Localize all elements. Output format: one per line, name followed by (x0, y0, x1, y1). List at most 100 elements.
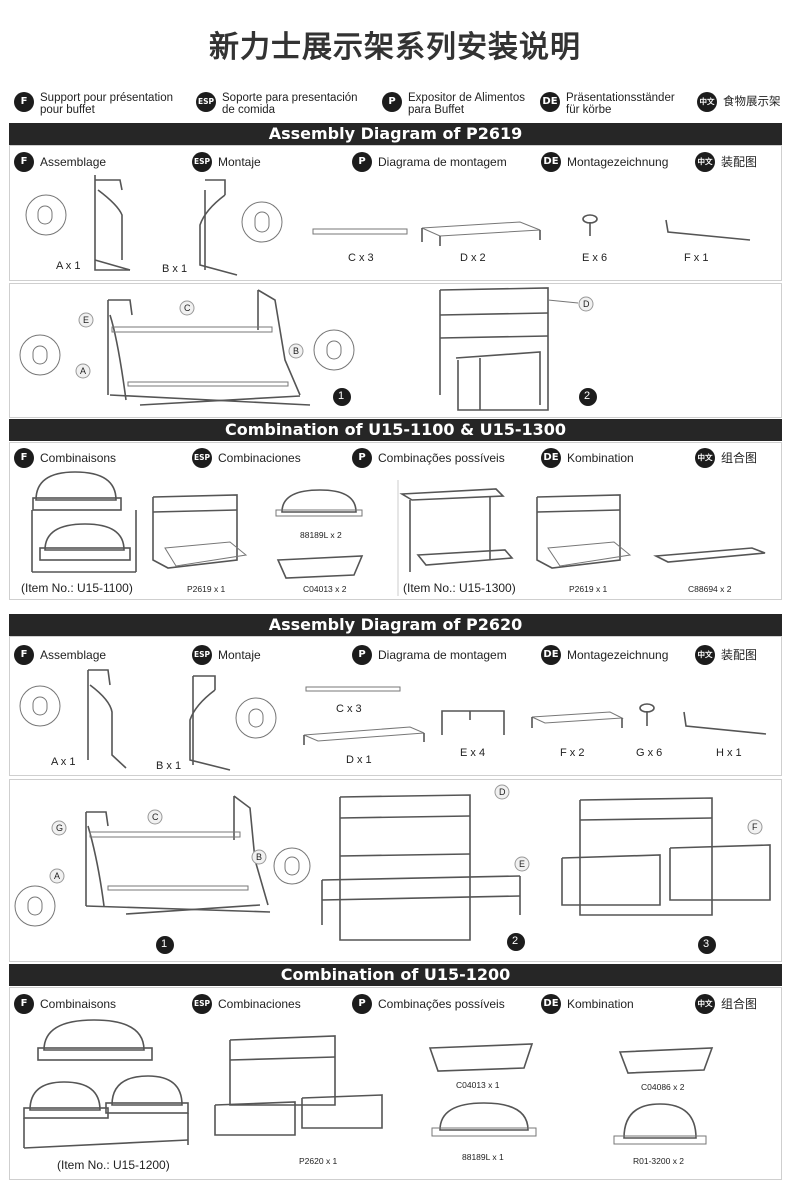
parts-panel-p2620 (9, 636, 782, 776)
item-no-u15-1300: (Item No.: U15-1300) (403, 581, 516, 595)
part-e-label: E x 6 (582, 252, 608, 264)
lang-text: pour buffet (40, 104, 95, 116)
lang-text: Soporte para presentación (222, 92, 358, 104)
callout-g: G (56, 823, 64, 833)
part-a-label: A x 1 (56, 260, 81, 272)
page-title: 新力士展示架系列安装说明 (209, 30, 581, 65)
caption-c88694: C88694 x 2 (688, 584, 732, 594)
parts-panel-p2619 (9, 145, 782, 281)
assembly-panel-p2620 (9, 779, 782, 962)
lang-chinese: 中文食物展示架 (697, 92, 781, 112)
item-no-u15-1200: (Item No.: U15-1200) (57, 1158, 170, 1172)
part-d-label: D x 2 (460, 252, 486, 264)
part-g-label: G x 6 (636, 747, 663, 759)
part-f-label: F x 2 (560, 747, 585, 759)
section-header-p2619: Assembly Diagram of P2619 (9, 123, 782, 145)
caption-p2619-2: P2619 x 1 (569, 584, 608, 594)
callout-a: A (54, 871, 61, 881)
row-item-zh: 中文装配图 (695, 645, 757, 665)
part-e-label: E x 4 (460, 747, 486, 759)
part-f-label: F x 1 (684, 252, 709, 264)
part-f-drawing (665, 219, 751, 241)
step-2-number: 2 (512, 935, 519, 947)
callout-b: B (293, 346, 300, 356)
caption-c04086: C04086 x 2 (641, 1082, 685, 1092)
part-b-label: B x 1 (162, 263, 188, 275)
callout-c: C (184, 303, 191, 313)
lang-text: Support pour présentation (40, 92, 173, 104)
callout-d: D (499, 787, 506, 797)
part-c-label: C x 3 (348, 252, 374, 264)
step-3-number: 3 (703, 938, 710, 950)
part-d-label: D x 1 (346, 754, 372, 766)
badge-f: F (14, 92, 34, 112)
lang-text: Expositor de Alimentos (408, 92, 525, 104)
caption-c04013: C04013 x 2 (303, 584, 347, 594)
badge-de: DE (540, 92, 560, 112)
part-b-drawing (199, 179, 283, 276)
combination-panel-2 (9, 987, 782, 1180)
lang-text: 食物展示架 (723, 96, 781, 108)
badge-esp: ESP (196, 92, 216, 112)
part-d-drawing (421, 221, 541, 246)
combination-panel-1 (9, 442, 782, 600)
section-header-u15-1100-1300: Combination of U15-1100 & U15-1300 (9, 419, 782, 441)
caption-p2619-1: P2619 x 1 (187, 584, 226, 594)
assembly-panel-p2619 (9, 283, 782, 418)
caption-r01-3200: R01-3200 x 2 (633, 1156, 685, 1166)
badge-zh: 中文 (697, 92, 717, 112)
callout-e: E (83, 315, 90, 325)
lang-text: para Buffet (408, 104, 465, 116)
caption-88189l: 88189L x 2 (300, 530, 342, 540)
step-1-number: 1 (161, 938, 168, 950)
caption-c04013: C04013 x 1 (456, 1080, 500, 1090)
row-item-zh: 中文装配图 (695, 152, 757, 172)
badge-p: P (382, 92, 402, 112)
part-b-label: B x 1 (156, 760, 182, 772)
part-h-label: H x 1 (716, 747, 742, 759)
part-a-label: A x 1 (51, 756, 76, 768)
lang-text: Präsentationsständer (566, 92, 675, 104)
callout-e: E (519, 859, 526, 869)
callout-d: D (583, 299, 590, 309)
section-header-u15-1200: Combination of U15-1200 (9, 964, 782, 986)
part-c-label: C x 3 (336, 703, 362, 715)
callout-a: A (80, 366, 87, 376)
section-header-p2620: Assembly Diagram of P2620 (9, 614, 782, 636)
caption-p2620: P2620 x 1 (299, 1156, 338, 1166)
step-1-number: 1 (338, 390, 345, 402)
row-item-zh: 中文组合图 (695, 994, 757, 1014)
lang-text: für körbe (566, 104, 612, 116)
step-2-number: 2 (584, 390, 591, 402)
lang-text: de comida (222, 104, 276, 116)
callout-f: F (752, 822, 758, 832)
callout-c: C (152, 812, 159, 822)
part-a-drawing (25, 175, 131, 271)
